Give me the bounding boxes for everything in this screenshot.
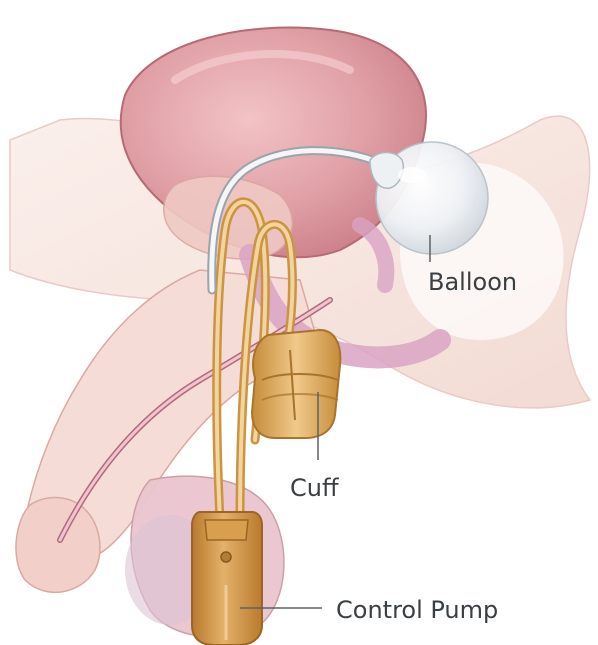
control-pump — [192, 512, 262, 645]
balloon-label: Balloon — [428, 270, 517, 294]
cuff — [252, 330, 340, 438]
control-pump-label: Control Pump — [336, 598, 498, 622]
cuff-label: Cuff — [290, 476, 339, 500]
